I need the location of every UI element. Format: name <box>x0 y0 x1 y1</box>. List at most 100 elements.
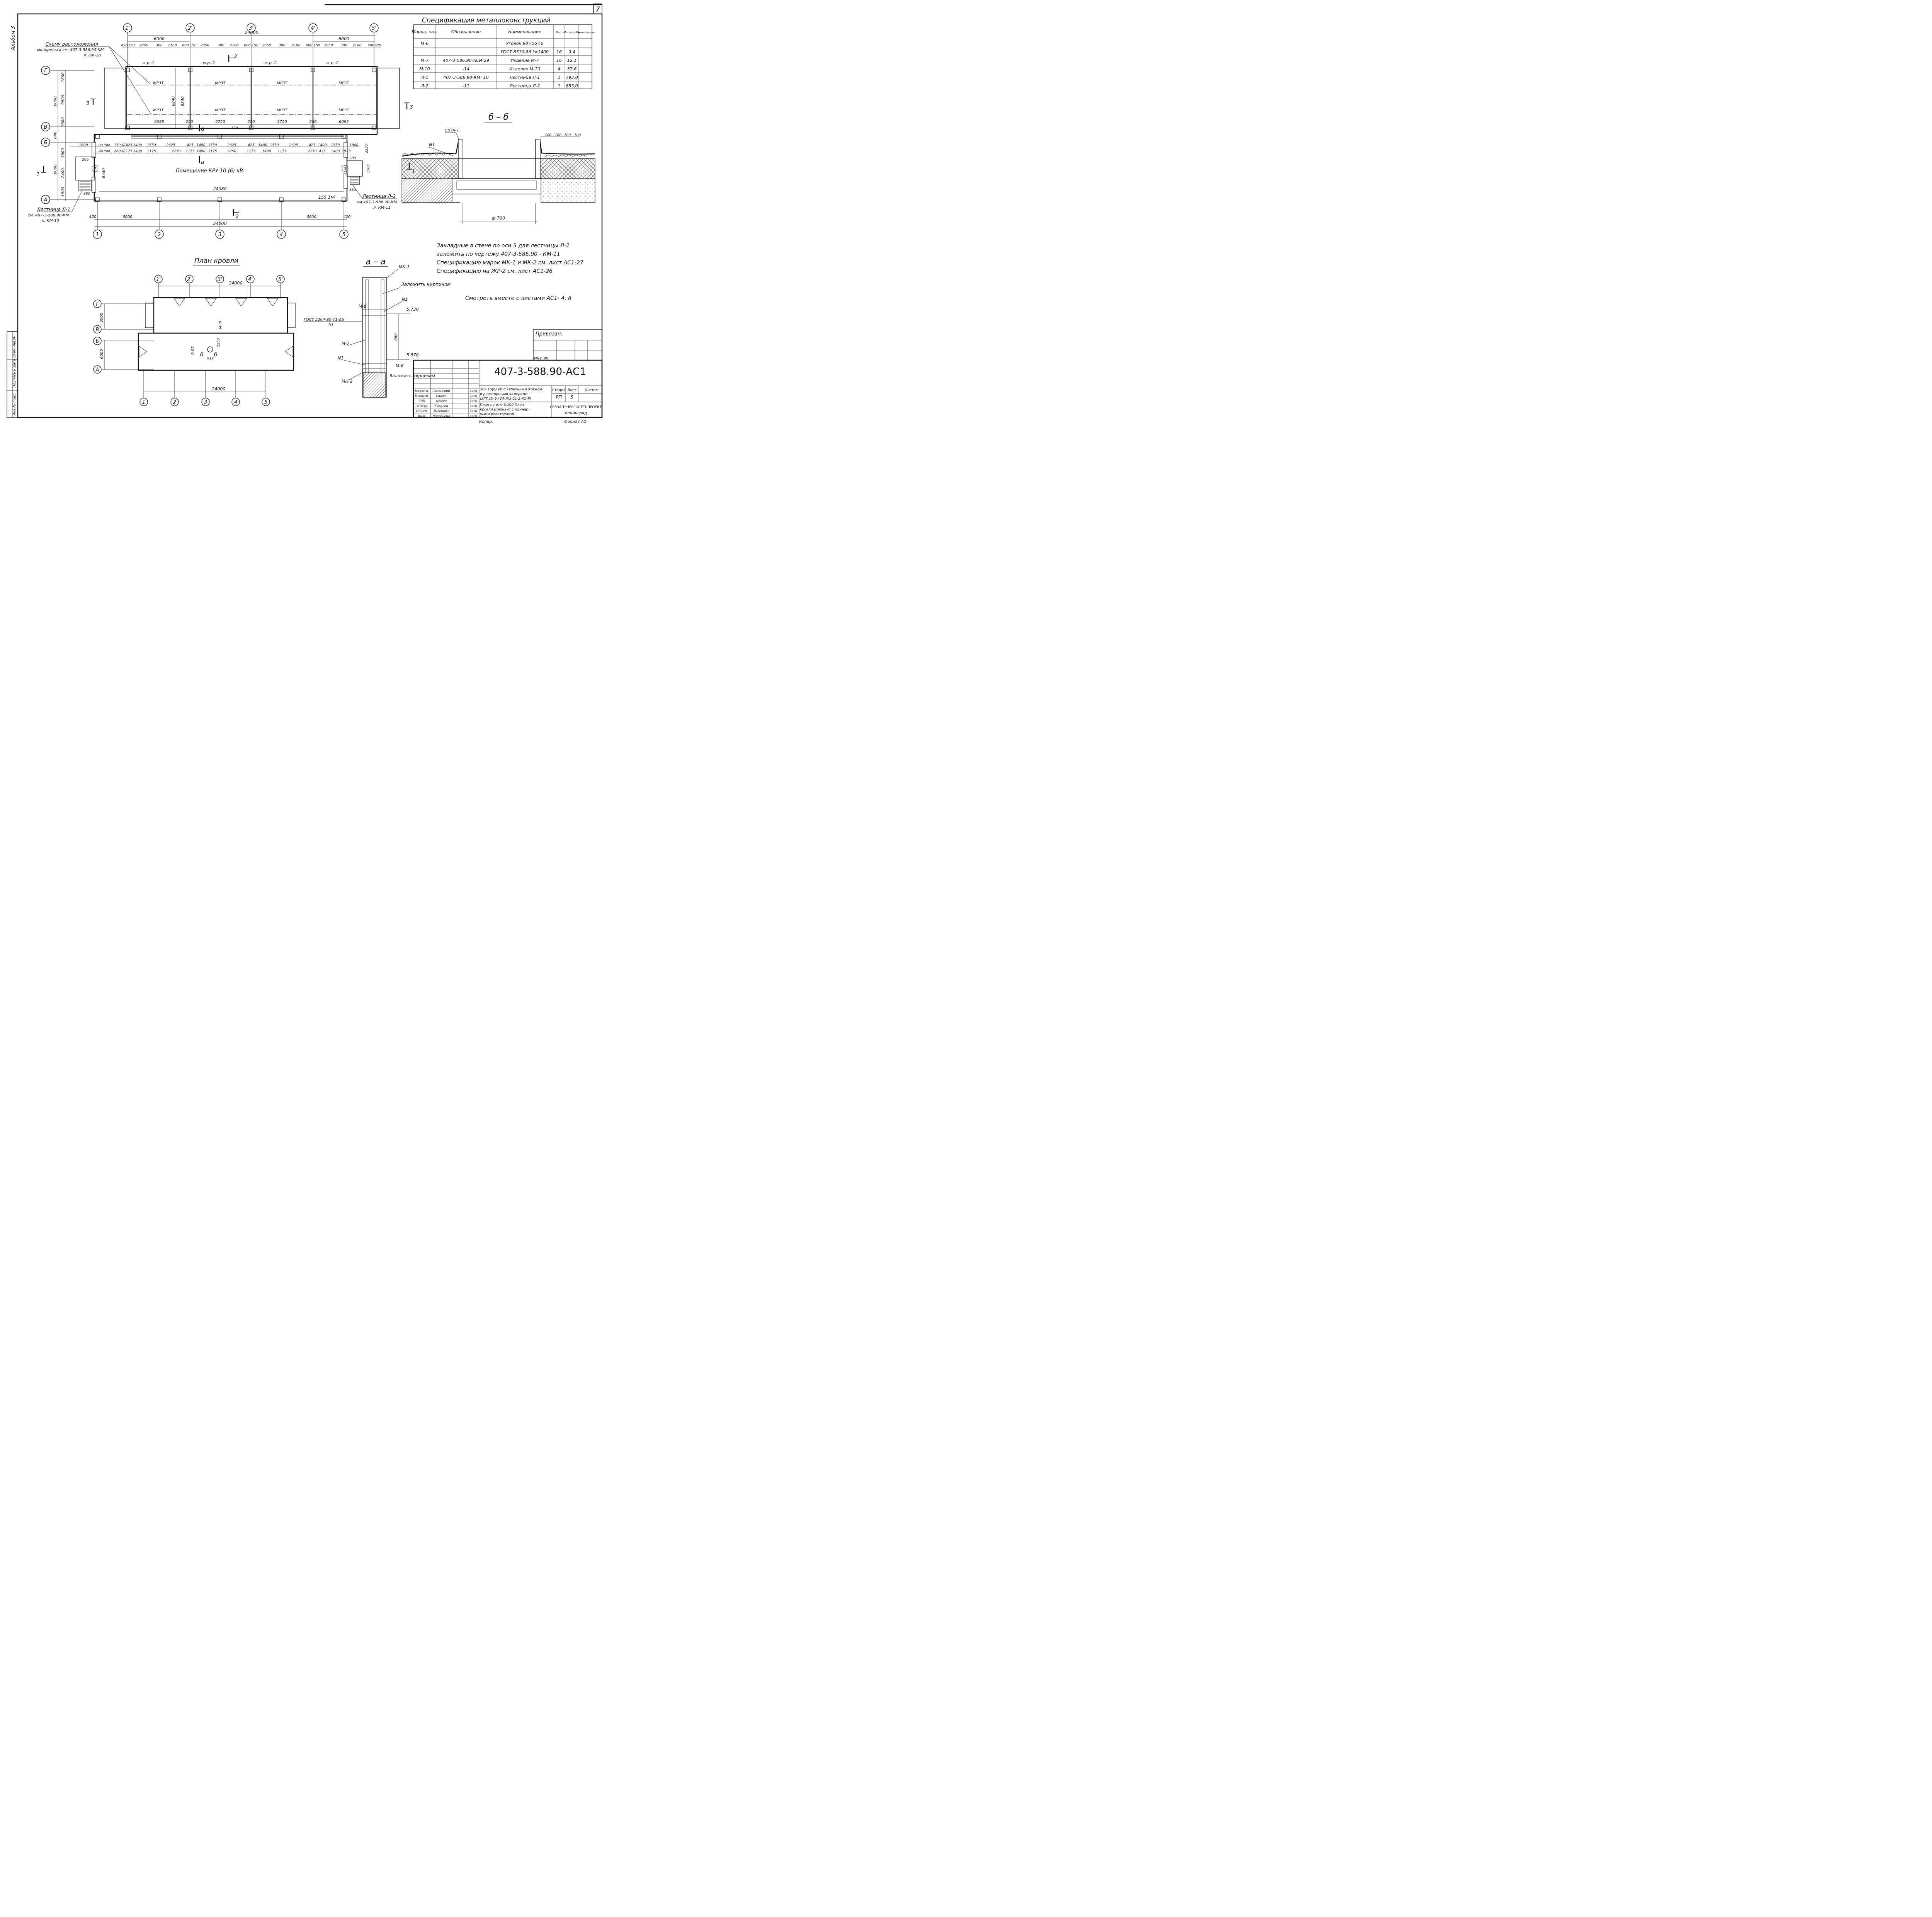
note-stair2-1: Лестница Л-2 <box>362 194 396 199</box>
bottom-dim-text: 6000 <box>306 215 316 219</box>
spec-header-5: Приме-чание <box>576 31 595 34</box>
axis-left-bubble: Б <box>44 140 48 146</box>
section-bb-label-e67a: Е67А-1 <box>445 128 459 133</box>
stamp-sheet-title-1: План на отм 3,100 План <box>480 403 524 407</box>
dim-row2-text: 1175 <box>278 150 287 153</box>
dim-row1-text: 425 <box>309 143 315 147</box>
dim-row1-text: 1550 <box>208 143 217 147</box>
dim-row2-text: 1400 <box>331 150 340 153</box>
note-stair2-3: л. КМ-11 <box>373 206 391 210</box>
left-dim-text: 1600 <box>61 72 65 82</box>
mr3t-label: МР3Т <box>338 81 349 85</box>
spec-cell: 407-3-586.90-АСИ-29 <box>443 58 489 63</box>
dim-row2-text: 425 <box>319 150 325 153</box>
dim-row1-text: 1550 <box>270 143 279 147</box>
roof-hole-b-left: б <box>200 352 203 358</box>
left-dim-text: 2400 <box>61 168 65 178</box>
aa-label-m6-b: М-6 <box>396 363 403 368</box>
dim-row2-text: 1400 <box>262 150 271 153</box>
top-dim-text: 600 <box>182 44 189 48</box>
roof-axis-left: А <box>95 367 99 373</box>
stamp-lists-header: Листов <box>584 388 598 392</box>
left-dim-text: 1600 <box>61 117 65 127</box>
axis-left-bubble: В <box>44 124 48 130</box>
plan-dim-6840-a: 6840 <box>172 96 176 106</box>
top-dim-text: 600 <box>244 44 250 48</box>
top-dim-text: 2850 <box>324 44 333 48</box>
strip-inv-orig: Инв.№ подл. <box>13 393 17 415</box>
stamp-stage: РП <box>556 395 562 400</box>
spec-cell: 793,0 <box>566 75 578 80</box>
axis-top-bubble: 5' <box>372 26 376 31</box>
mid-dim-text: 250 <box>185 120 193 124</box>
left-dim-text: 1800 <box>61 187 65 196</box>
dim-row2-text: 1175 <box>208 150 217 153</box>
stamp-role: Нач.гр. <box>416 409 428 413</box>
dim-row2-text: 2250 <box>228 150 236 153</box>
small-dim-2250: 2250 <box>365 144 369 153</box>
section-mark-a-bottom: a <box>201 159 204 165</box>
see-also-note: Смотреть вместе с листами АС1- 4, 8 <box>465 295 571 301</box>
drawing-sheet: 7 Инв.№ подл. Подпись и дата Взам.инв.№ … <box>0 0 606 428</box>
axis-bottom-bubble: 3 <box>218 232 221 238</box>
stamp-date: 10.91 <box>470 415 478 418</box>
stamp-role: Нач.отд. <box>415 389 429 393</box>
strip-sign-date: Подпись и дата <box>13 359 17 388</box>
strip-inv-instead: Взам.инв.№ <box>13 336 17 358</box>
top-dim-text: 150 <box>313 44 320 48</box>
mid-dim-text: 250 <box>247 120 255 124</box>
section-bb-dim-100-a: 100 <box>545 133 551 137</box>
top-dim-text: 2850 <box>262 44 271 48</box>
axis-bottom-bubble: 4 <box>280 232 283 238</box>
roof-axis-top: 5' <box>278 277 283 283</box>
roof-dim-left-1: 6000 <box>100 313 104 322</box>
section-mark-2-bottom: 2 <box>236 214 239 219</box>
top-dim-text: 300 <box>218 44 224 48</box>
dim-row1-text: 1400 <box>197 143 206 147</box>
spec-cell: -11 <box>463 83 469 89</box>
spec-cell: Лестница Л-2 <box>509 83 540 89</box>
roof-axis-bottom: 1 <box>142 400 145 405</box>
note-stair1-1: Лестница Л-1 <box>37 207 70 212</box>
stamp-format: Формат А2 <box>564 420 586 424</box>
left-dim-text: 1800 <box>61 148 65 158</box>
note-line-4: Спецификацию на ЖР-2 см. лист АС1-26 <box>437 268 553 274</box>
spec-cell: 407-3-586.90-КМ- 10 <box>443 75 488 80</box>
plan-dim-6440: 6440 <box>102 168 106 178</box>
note-stair1-2: см. 407-3-586.90-КМ <box>28 213 69 218</box>
section-bb-dim-100-b: 100 <box>555 133 561 137</box>
roof-axis-top: 4' <box>248 277 253 283</box>
dim-row1-text: 1400 <box>133 143 142 147</box>
spec-cell: 37.6 <box>567 66 577 72</box>
mid-dim-text: 6095 <box>154 120 164 124</box>
monorail-label: ж.р.-2 <box>142 61 155 65</box>
plan-dim-6840-b: 6840 <box>181 96 185 106</box>
mid-dim-text: 5750 <box>277 120 287 124</box>
note-line-2: заложить по чертежу 407-3-586.90 - КМ-11 <box>437 251 560 257</box>
stamp-stage-header: Стадия <box>552 388 566 392</box>
dim-row1-text: 1550 <box>147 143 156 147</box>
stamp-sheet-title-3: ными реакторами) <box>480 412 514 416</box>
dim-row1-text: 1550 <box>331 143 340 147</box>
top-dim-text: 2100 <box>230 44 239 48</box>
spec-cell: 12.1 <box>567 58 577 63</box>
section-mark-1-left: 1 <box>36 172 40 178</box>
dim-row2-text: 175 <box>126 150 132 153</box>
stamp-org-1: СЕВЗАПЭНЕРГОСЕТЬПРОЕКТ <box>550 405 602 409</box>
stamp-date: 10.91 <box>470 390 478 393</box>
axis-bottom-bubble: 2 <box>158 232 161 238</box>
stamp-list: 5 <box>570 395 573 400</box>
stamp-role: Н.контр. <box>415 394 429 398</box>
top-dim-text: 150 <box>252 44 258 48</box>
stamp-sheet-title-2: кровли (Вариант с одинар- <box>480 408 529 412</box>
spec-header-3: Кол. <box>556 31 562 34</box>
aa-label-zalozhit-2: Заложить кирпичом <box>389 373 435 378</box>
aa-label-n1-c: N1 <box>338 356 344 361</box>
roof-axis-top: 2' <box>187 277 192 283</box>
mid-dim-text: 6095 <box>339 120 349 124</box>
mid-dim-text: 250 <box>309 120 316 124</box>
dim-row2-text: 1400 <box>133 150 142 153</box>
axis-left-bubble: А <box>44 197 48 203</box>
top-dim-text: 420 <box>374 44 381 48</box>
